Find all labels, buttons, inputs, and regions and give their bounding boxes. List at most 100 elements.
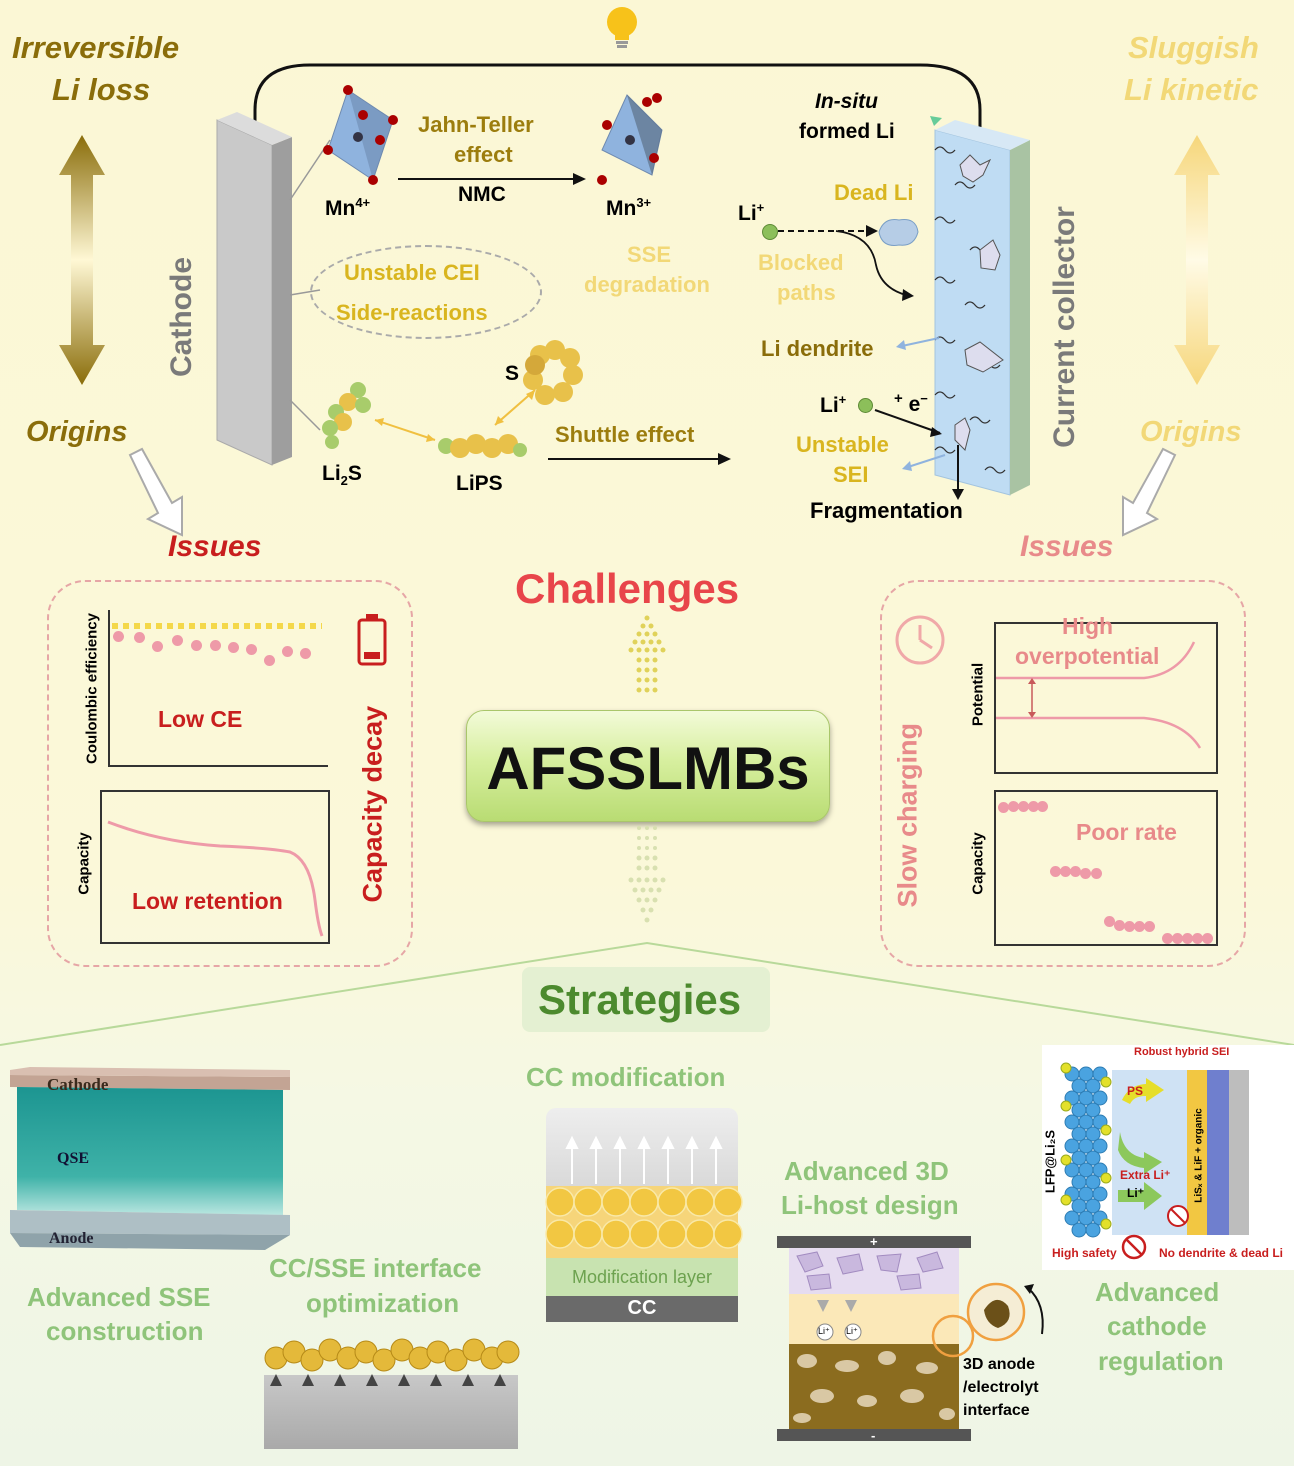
potential-ylabel: Potential [969, 662, 987, 727]
ce-point [228, 642, 239, 653]
host-note-line1: 3D anode [963, 1356, 1036, 1373]
current-collector-label: Current collector [1048, 206, 1081, 448]
low-retention-label: Low retention [132, 888, 283, 914]
li2s-label: Li2S [322, 462, 362, 489]
capacity-ylabel-left: Capacity [75, 832, 93, 895]
electron-label: + e− [894, 390, 928, 416]
battery-low-icon [357, 614, 387, 666]
li-host-cell [777, 1236, 975, 1441]
afsslmbs-title: AFSSLMBs [486, 735, 810, 802]
high-safety-label: High safety [1052, 1246, 1117, 1260]
li-ion-1 [762, 224, 778, 240]
slow-charging-label: Slow charging [892, 722, 923, 908]
left-title-line1: Irreversible [12, 30, 180, 65]
capacity-ylabel-right: Capacity [969, 832, 987, 895]
rate-point [998, 802, 1009, 813]
adv-cathode-line2: cathode [1107, 1311, 1207, 1341]
li-plus-cathode-label: Li⁺ [1127, 1186, 1144, 1200]
host-li-label-2: Li⁺ [846, 1326, 858, 1336]
current-collector-slab [934, 120, 1030, 496]
rate-point [1172, 933, 1183, 944]
capacity-decay-label: Capacity decay [357, 705, 388, 903]
overpotential-curves [996, 641, 1202, 749]
blocked-paths-line1: Blocked [758, 250, 844, 275]
unstable-sei-line1: Unstable [796, 432, 889, 457]
left-issues-box [47, 580, 413, 967]
no-dendrite-label: No dendrite & dead Li [1159, 1246, 1284, 1260]
capacity-plot-axes [100, 790, 330, 944]
cathode-reg-diagram [1060, 1062, 1249, 1260]
modification-layer-label: Modification layer [571, 1267, 713, 1287]
left-origins: Origins [26, 416, 128, 448]
rate-point [1060, 866, 1071, 877]
rate-point [1008, 801, 1019, 812]
host-line1: Advanced 3D [784, 1156, 949, 1186]
shuttle-effect-label: Shuttle effect [555, 422, 695, 447]
rate-point [1104, 916, 1115, 927]
ce-ylabel: Coulombic efficiency [83, 613, 101, 764]
host-zoom-circle [966, 1282, 1044, 1342]
host-line2: Li-host design [781, 1190, 959, 1220]
right-double-arrow [1170, 135, 1225, 385]
cc-sse-particles [264, 1338, 520, 1386]
extra-li-label: Extra Li⁺ [1120, 1168, 1171, 1182]
sse-degradation-line1: SSE [627, 242, 672, 267]
strategies-title: Strategies [538, 976, 742, 1023]
ce-point [134, 632, 145, 643]
host-plus: + [870, 1234, 878, 1249]
circuit-arc [253, 63, 982, 140]
jahn-teller-line1: Jahn-Teller [418, 112, 534, 137]
clock-icon [895, 615, 945, 665]
rate-point [1202, 933, 1213, 944]
li-ion-2 [858, 398, 873, 413]
overpotential-label: overpotential [1015, 643, 1160, 669]
s-label: S [505, 362, 520, 385]
left-issues-title: Issues [168, 530, 262, 563]
cc-band [546, 1296, 738, 1322]
host-minus: - [871, 1428, 876, 1443]
right-title-line2: Li kinetic [1124, 72, 1259, 107]
ce-point [191, 640, 202, 651]
cc-mod-arrows [565, 1135, 723, 1184]
sse-anode-label: Anode [49, 1230, 94, 1247]
dead-li-label: Dead Li [834, 180, 914, 205]
formed-li-label: formed Li [799, 120, 895, 143]
robust-sei-label: Robust hybrid SEI [1134, 1046, 1230, 1058]
mn4-label: Mn4+ [325, 195, 371, 220]
unstable-sei-line2: SEI [833, 462, 869, 487]
lips-label: LiPS [456, 472, 503, 495]
rate-point [1070, 866, 1081, 877]
host-li-label-1: Li⁺ [818, 1326, 830, 1336]
cc-sse-line2: optimization [306, 1288, 460, 1318]
blocked-paths-line2: paths [777, 280, 836, 305]
right-title-line1: Sluggish [1128, 30, 1259, 65]
ce-point [282, 646, 293, 657]
advanced-sse-line1: Advanced SSE [27, 1282, 211, 1312]
host-note-line2: /electrolyt [963, 1379, 1039, 1396]
lisx-label: LiSₓ & LiF + organic [1193, 1108, 1205, 1203]
rate-point [1080, 868, 1091, 879]
left-double-arrow [55, 135, 110, 385]
ce-point [246, 644, 257, 655]
strategies-divider [0, 941, 1294, 1046]
host-note-line3: interface [963, 1402, 1030, 1419]
rate-point [1091, 868, 1102, 879]
cc-mod-layer-band [546, 1258, 738, 1296]
lips-molecule [438, 434, 527, 458]
nmc-arrow [398, 173, 586, 185]
cc-sse-line1: CC/SSE interface [269, 1253, 482, 1283]
challenges-title: Challenges [515, 565, 740, 612]
cc-label: CC [627, 1297, 657, 1319]
ps-label: PS [1127, 1084, 1144, 1098]
ce-point [172, 635, 183, 646]
li-plus-1: Li+ [738, 200, 765, 225]
ce-point [210, 640, 221, 651]
advanced-sse-line2: construction [46, 1316, 204, 1346]
li2s-molecule [322, 382, 371, 449]
nmc-label: NMC [458, 183, 506, 206]
rate-point [1134, 921, 1145, 932]
rate-point [1144, 921, 1155, 932]
ce-point [264, 655, 275, 666]
sse-qse-label: QSE [57, 1150, 90, 1167]
mn4-octahedron [323, 85, 398, 185]
